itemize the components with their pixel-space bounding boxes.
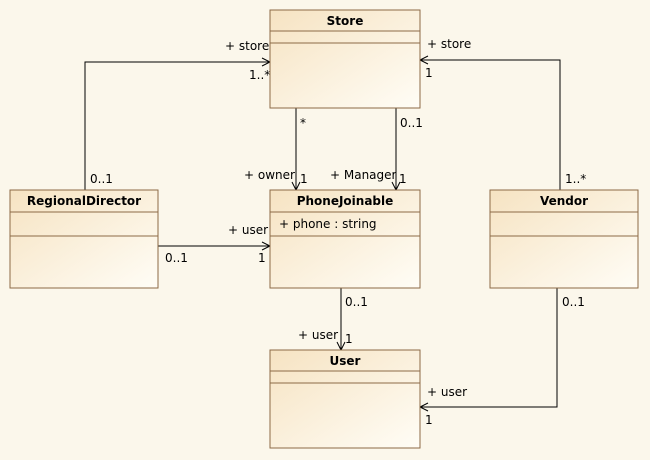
target-multiplicity: 1 (345, 332, 353, 346)
association-store-owner[interactable]: * + owner 1 (244, 108, 308, 192)
source-multiplicity: 0..1 (165, 251, 188, 265)
class-vendor[interactable]: Vendor (489, 189, 639, 289)
class-name: Store (327, 14, 364, 28)
class-phonejoinable[interactable]: PhoneJoinable + phone : string (269, 189, 421, 289)
association-phonejoinable-user[interactable]: 0..1 + user 1 (298, 288, 368, 352)
class-name: Vendor (540, 194, 588, 208)
role-label: + store (225, 39, 269, 53)
class-regionaldirector[interactable]: RegionalDirector (9, 189, 159, 289)
target-multiplicity: 1 (425, 66, 433, 80)
association-regionaldirector-user[interactable]: + user 1 0..1 (158, 223, 272, 265)
class-user[interactable]: User (269, 349, 421, 449)
role-label: + store (427, 37, 471, 51)
role-label: + owner (244, 168, 295, 182)
target-multiplicity: 1 (425, 413, 433, 427)
attribute-phone: + phone : string (279, 217, 377, 231)
target-multiplicity: 1 (300, 172, 308, 186)
source-multiplicity: 1..* (565, 172, 586, 186)
class-name: PhoneJoinable (297, 194, 394, 208)
association-vendor-store[interactable]: + store 1 1..* (418, 37, 586, 190)
target-multiplicity: 1 (258, 251, 266, 265)
source-multiplicity: 0..1 (400, 116, 423, 130)
association-regionaldirector-store[interactable]: + store 1..* 0..1 (84, 39, 272, 190)
source-multiplicity: * (300, 116, 306, 130)
source-multiplicity: 0..1 (562, 295, 585, 309)
association-vendor-user[interactable]: 0..1 + user 1 (418, 288, 585, 427)
class-name: User (330, 354, 361, 368)
target-multiplicity: 1..* (249, 68, 270, 82)
class-name: RegionalDirector (27, 194, 141, 208)
role-label: + Manager (330, 168, 397, 182)
source-multiplicity: 0..1 (345, 295, 368, 309)
role-label: + user (427, 385, 467, 399)
role-label: + user (298, 328, 338, 342)
source-multiplicity: 0..1 (90, 172, 113, 186)
role-label: + user (228, 223, 268, 237)
class-store[interactable]: Store (269, 9, 421, 109)
association-store-manager[interactable]: 0..1 + Manager 1 (330, 108, 423, 192)
target-multiplicity: 1 (399, 172, 407, 186)
